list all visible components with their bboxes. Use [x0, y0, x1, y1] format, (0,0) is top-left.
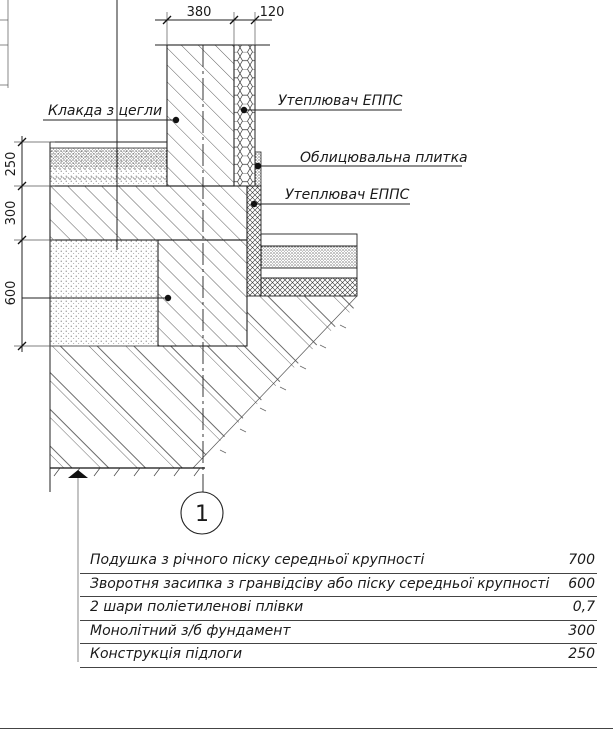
label-insulation-upper: Утеплювач ЕППС — [240, 93, 403, 114]
sand-fill-scallop — [50, 168, 167, 186]
paving-layer-1 — [260, 233, 358, 247]
top-dimension: 380 120 — [155, 5, 284, 45]
insulation-upper — [233, 44, 256, 187]
soil-backfill — [50, 296, 357, 468]
paving-layer-4 — [260, 277, 358, 297]
legend-row: Подушка з річного піску середньої крупно… — [80, 550, 597, 574]
legend-row: Конструкція підлоги 250 — [80, 644, 597, 668]
axis-marker-number: 1 — [195, 502, 209, 527]
legend-row-value: 250 — [568, 646, 595, 662]
legend-row-name: Зворотня засипка з гранвідсіву або піску… — [90, 575, 550, 592]
legend-row-name: Монолітний з/б фундамент — [90, 622, 291, 639]
brick-wall — [166, 44, 235, 187]
foundation-slab — [49, 185, 248, 241]
label-tile: Облицювальна плитка — [254, 150, 468, 170]
label-insulation-lower-text: Утеплювач ЕППС — [285, 187, 410, 203]
top-left-fragment — [0, 0, 9, 88]
label-insulation-upper-text: Утеплювач ЕППС — [278, 93, 403, 109]
label-footing-leader — [22, 294, 172, 302]
legend-row-name: 2 шари поліетиленові плівки — [90, 599, 304, 615]
soil-slope-line — [192, 295, 358, 469]
label-brick: Клакда з цегли — [43, 103, 180, 124]
legend-row: 2 шари поліетиленові плівки 0,7 — [80, 597, 597, 621]
legend-row-name: Подушка з річного піску середньої крупно… — [90, 552, 425, 568]
sand-fill-upper-dense — [50, 148, 167, 168]
label-brick-text: Клакда з цегли — [48, 103, 162, 119]
legend-row-value: 0,7 — [572, 599, 595, 615]
legend-row-value: 600 — [568, 575, 595, 592]
legend-row: Зворотня засипка з гранвідсіву або піску… — [80, 574, 597, 597]
left-dimension: 250 300 600 — [4, 136, 55, 352]
paving-layer-2 — [260, 245, 358, 269]
legend-row-value: 300 — [568, 622, 595, 639]
dim-380: 380 — [187, 5, 212, 20]
layers-legend-table: Подушка з річного піску середньої крупно… — [80, 550, 597, 668]
legend-row-name: Конструкція підлоги — [90, 646, 243, 662]
paving-layer-3 — [260, 267, 358, 279]
bottom-frame-line — [0, 728, 613, 729]
dim-250: 250 — [4, 152, 19, 177]
legend-row-value: 700 — [568, 552, 595, 568]
dim-300: 300 — [4, 201, 19, 226]
dim-600: 600 — [4, 281, 19, 306]
label-insulation-lower: Утеплювач ЕППС — [250, 187, 410, 208]
soil-slope-ticks — [219, 324, 347, 454]
base-ticks — [53, 467, 201, 477]
sand-fill-lower — [49, 239, 159, 347]
dim-120: 120 — [260, 5, 285, 20]
axis-marker-circle — [180, 491, 224, 535]
label-tile-text: Облицювальна плитка — [300, 150, 468, 166]
elevation-mark — [68, 470, 88, 478]
foundation-footing — [157, 239, 248, 347]
legend-row: Монолітний з/б фундамент 300 — [80, 621, 597, 644]
